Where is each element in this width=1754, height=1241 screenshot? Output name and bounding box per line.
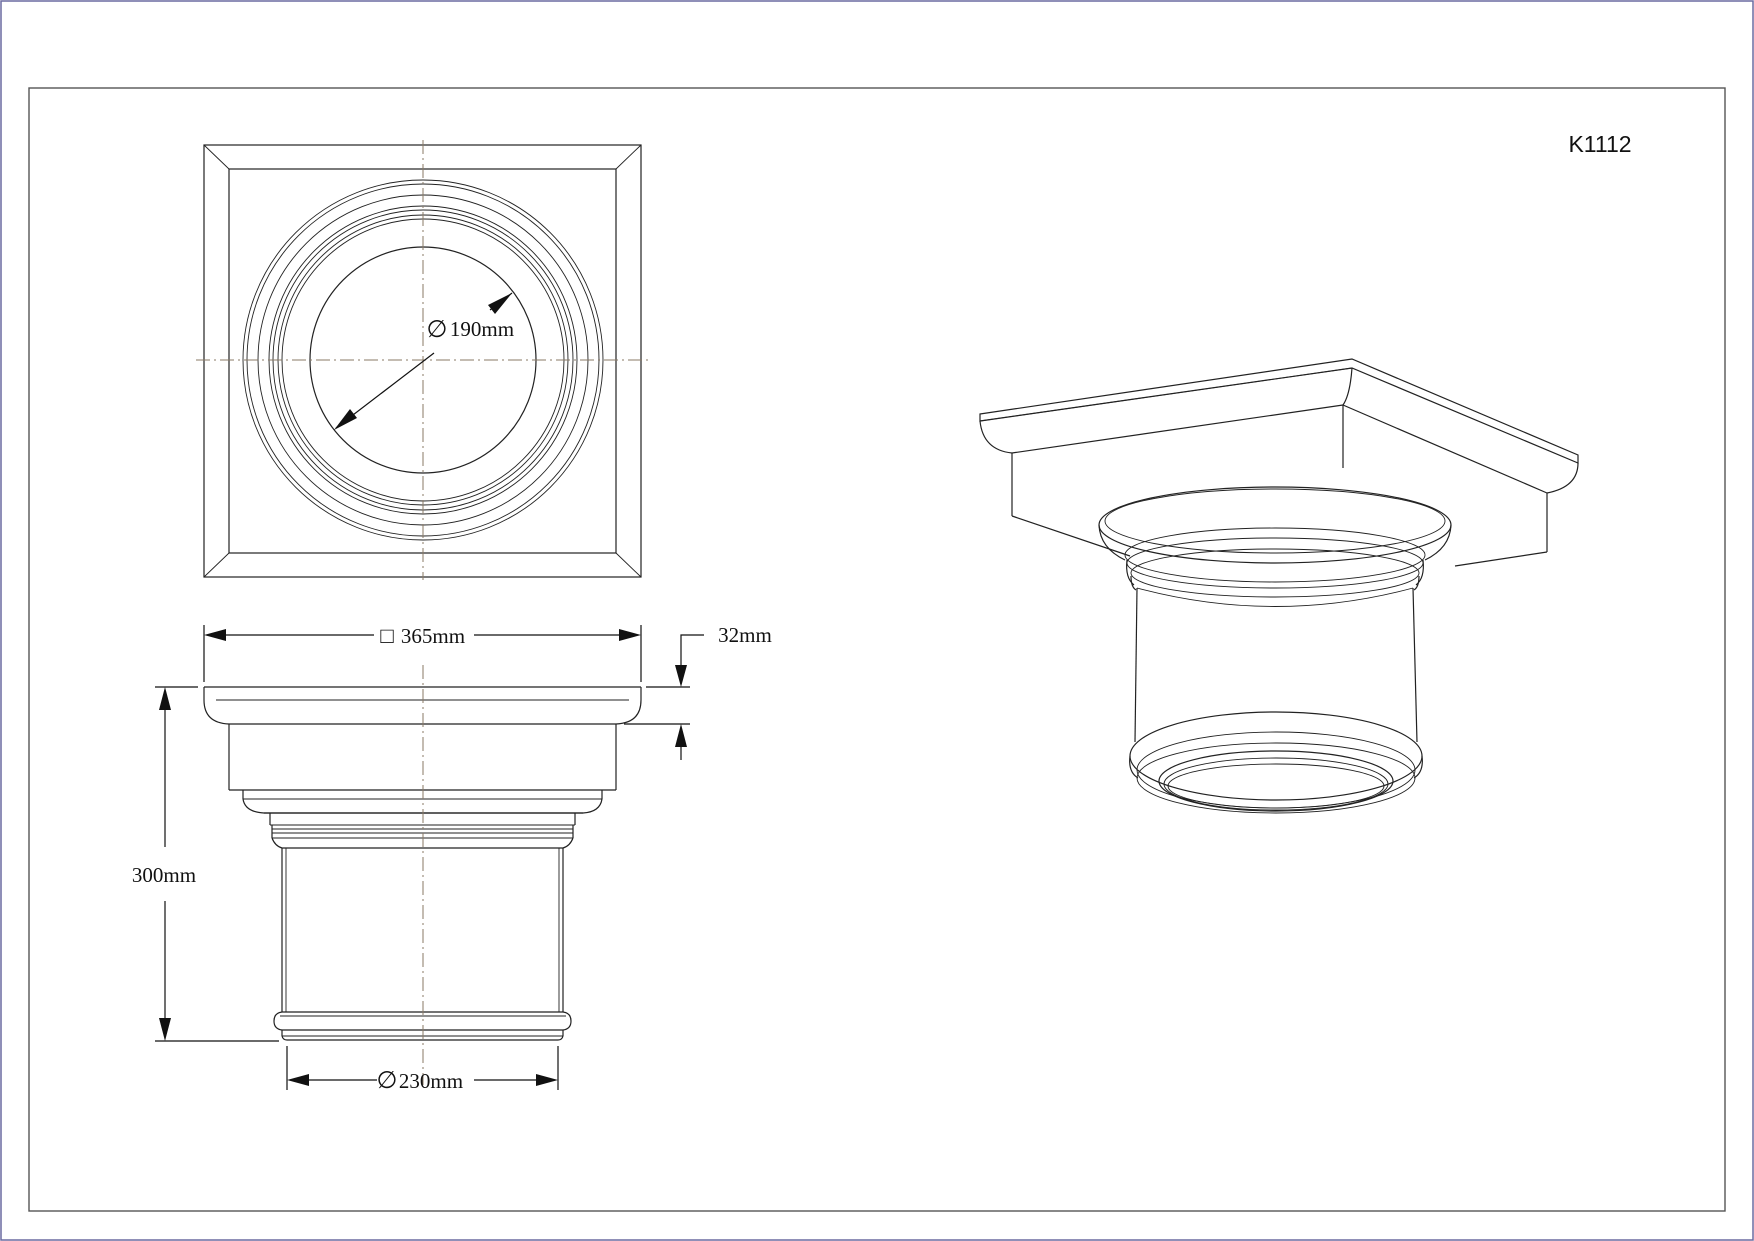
top-view xyxy=(196,140,652,580)
drawing-frame xyxy=(28,87,1726,1212)
dimension-base-diameter-symbol: ∅ xyxy=(377,1068,398,1094)
dimension-abacus-height: 32mm xyxy=(718,623,772,647)
dimension-total-height-line xyxy=(155,686,279,1042)
dimension-inner-diameter-symbol: ∅ xyxy=(427,317,448,343)
isometric-view xyxy=(979,358,1579,814)
dimension-plinth-width-line xyxy=(203,625,642,682)
side-view xyxy=(203,665,642,1085)
dimension-plinth-width: 365mm xyxy=(401,624,465,648)
dimension-base-diameter-line xyxy=(286,1046,559,1090)
dimension-inner-diameter: 190mm xyxy=(450,317,514,341)
dimension-base-diameter: 230mm xyxy=(399,1069,463,1093)
dimension-total-height: 300mm xyxy=(132,863,196,887)
dimension-abacus-height-line xyxy=(624,634,704,760)
part-code: K1112 xyxy=(1568,131,1631,157)
dimension-plinth-width-symbol: □ xyxy=(380,623,393,648)
